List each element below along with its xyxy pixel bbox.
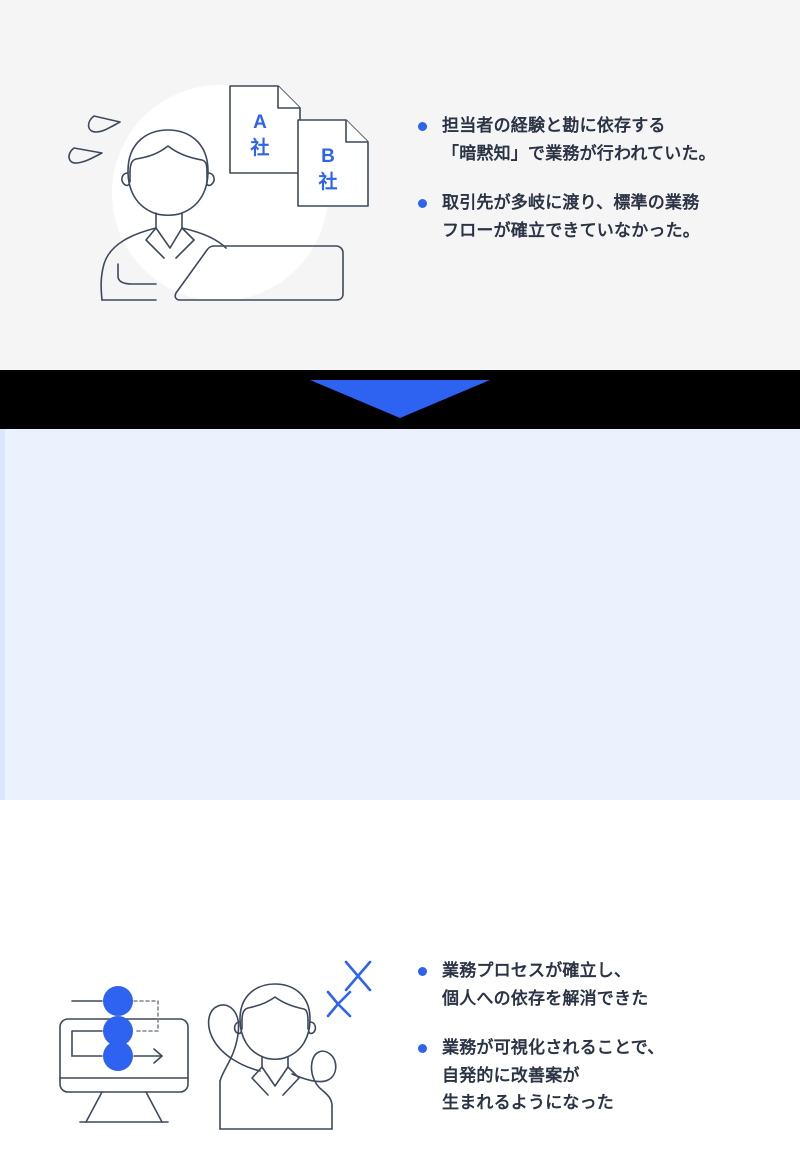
bullet-text-line: 「暗黙知」で業務が行われていた。 [442,143,716,163]
list-item: 担当者の経験と勘に依存する 「暗黙知」で業務が行われていた。 [412,112,782,167]
bullet-text-line: 担当者の経験と勘に依存する [442,116,666,135]
problem-illustration: A 社 B 社 [60,78,390,303]
down-arrow-icon [310,380,490,418]
bullet-text-line: 自発的に改善案が [442,1065,580,1085]
card-b-letter: B [321,146,335,167]
flow-node-dot [103,1041,133,1071]
sparkle-icon [326,990,352,1018]
card-a-letter: A [253,112,267,133]
card-b-kanji: 社 [317,170,337,193]
list-item: 業務が可視化されることで、 自発的に改善案が 生まれるようになった [412,1034,782,1117]
problem-panel: A 社 B 社 担当者の経験と勘に依存する 「暗黙知」で業務が行われていた。 [0,0,800,370]
document-card-a: A 社 [229,85,301,174]
bullet-text-line: 個人への依存を解消できた [442,988,649,1008]
sweat-drop-icon [87,115,121,133]
result-illustration [40,934,390,1164]
flow-node-dot [103,986,133,1016]
list-item: 業務プロセスが確立し、 個人への依存を解消できた [412,957,782,1012]
bullet-dot-icon [418,1044,427,1054]
card-a-kanji: 社 [249,136,269,159]
bullet-text-line: 取引先が多岐に渡り、標準の業務 [442,193,700,213]
panel-left-edge-strip [0,429,5,800]
bullet-dot-icon [418,122,427,131]
sparkle-icon [344,960,372,992]
document-card-b: B 社 [297,119,369,207]
problem-bullet-list: 担当者の経験と勘に依存する 「暗黙知」で業務が行われていた。 取引先が多岐に渡り… [412,112,782,244]
result-panel: 業務プロセスが確立し、 個人への依存を解消できた 業務が可視化されることで、 自… [0,429,800,1154]
result-bullet-list: 業務プロセスが確立し、 個人への依存を解消できた 業務が可視化されることで、 自… [412,957,782,1117]
list-item: 取引先が多岐に渡り、標準の業務 フローが確立できていなかった。 [412,189,782,244]
bullet-dot-icon [418,967,427,976]
sweat-drop-icon [68,147,103,164]
bullet-text-line: フローが確立できていなかった。 [442,220,700,240]
bullet-dot-icon [418,199,427,209]
bullet-text-line: 業務プロセスが確立し、 [442,961,632,980]
divider-band [0,370,800,429]
bullet-text-line: 業務が可視化されることで、 [442,1038,665,1058]
bullet-text-line: 生まれるようになった [442,1093,614,1113]
